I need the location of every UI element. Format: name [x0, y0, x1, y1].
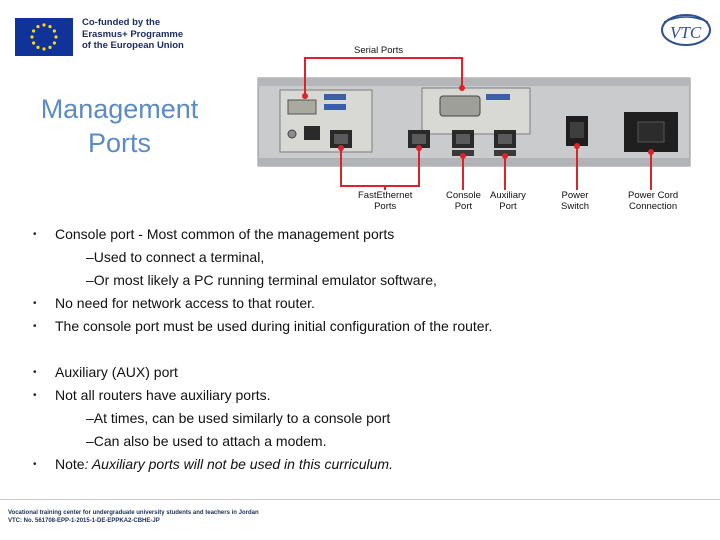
bullet-aux-port: Auxiliary (AUX) port	[55, 364, 178, 380]
caption-line: Power Cord	[628, 190, 679, 201]
caption-line: Switch	[561, 201, 589, 212]
caption-line: Auxiliary	[490, 190, 526, 201]
caption-line: Connection	[629, 201, 678, 212]
eu-text-line: of the European Union	[82, 40, 184, 51]
serial-ports-label: Serial Ports	[354, 45, 404, 56]
bullet-text: No need for network access to that route…	[55, 295, 315, 311]
footer-line: VTC: No. 561708-EPP-1-2015-1-DE-EPPKA2-C…	[8, 518, 160, 524]
caption-line: FastEthernet	[358, 190, 413, 201]
fast-ethernet-label: FastEthernet Ports	[358, 190, 412, 212]
power-switch-label: Power Switch	[561, 190, 589, 212]
bullet-text: - Most common of the management ports	[134, 226, 395, 242]
sub-bullet: –Used to connect a terminal,	[86, 249, 265, 265]
eu-cofunded-text: Co-funded by the Erasmus+ Programme of t…	[82, 17, 184, 52]
title-line: Management	[40, 94, 199, 124]
bullet-dot: •	[33, 298, 37, 309]
note-text: : Auxiliary ports will not be used in th…	[84, 456, 393, 472]
router-rear-panel-figure	[257, 57, 691, 190]
footer: Vocational training center for undergrad…	[8, 509, 259, 525]
title-line: Ports	[87, 128, 152, 158]
bullet-console-port: Console port - Most common of the manage…	[55, 226, 394, 243]
bullet-dot: •	[33, 390, 37, 401]
vtc-logo: VTC	[656, 12, 712, 48]
sub-bullet: –Can also be used to attach a modem.	[86, 433, 327, 449]
bullet-dot: •	[33, 229, 37, 240]
vtc-logo-text: VTC	[670, 23, 702, 42]
sub-bullet: –At times, can be used similarly to a co…	[86, 410, 391, 426]
caption-line: Port	[499, 201, 517, 212]
caption-line: Ports	[374, 201, 397, 212]
auxiliary-port-label: Auxiliary Port	[490, 190, 526, 212]
footer-line: Vocational training center for undergrad…	[8, 510, 259, 516]
sub-bullet: –Or most likely a PC running terminal em…	[86, 272, 437, 288]
caption-line: Port	[454, 201, 473, 212]
console-port-label: Console Port	[446, 190, 481, 212]
eu-flag-logo	[15, 18, 73, 56]
bullet-note: Note: Auxiliary ports will not be used i…	[55, 456, 393, 473]
page-title: Management Ports	[22, 92, 217, 160]
bullet-text: Not all routers have auxiliary ports.	[55, 387, 271, 403]
caption-line: Power	[561, 190, 589, 201]
eu-text-line: Co-funded by the	[82, 17, 161, 28]
bullet-dot: •	[33, 459, 37, 470]
bullet-dot: •	[33, 367, 37, 378]
note-label: Note	[55, 456, 85, 472]
bold-term: Console port	[55, 226, 135, 242]
eu-text-line: Erasmus+ Programme	[82, 28, 184, 40]
footer-divider	[0, 499, 720, 500]
bullet-text: The console port must be used during ini…	[55, 318, 493, 334]
caption-line: Console	[446, 190, 481, 201]
bullet-dot: •	[33, 321, 37, 332]
power-cord-label: Power Cord Connection	[628, 190, 678, 212]
